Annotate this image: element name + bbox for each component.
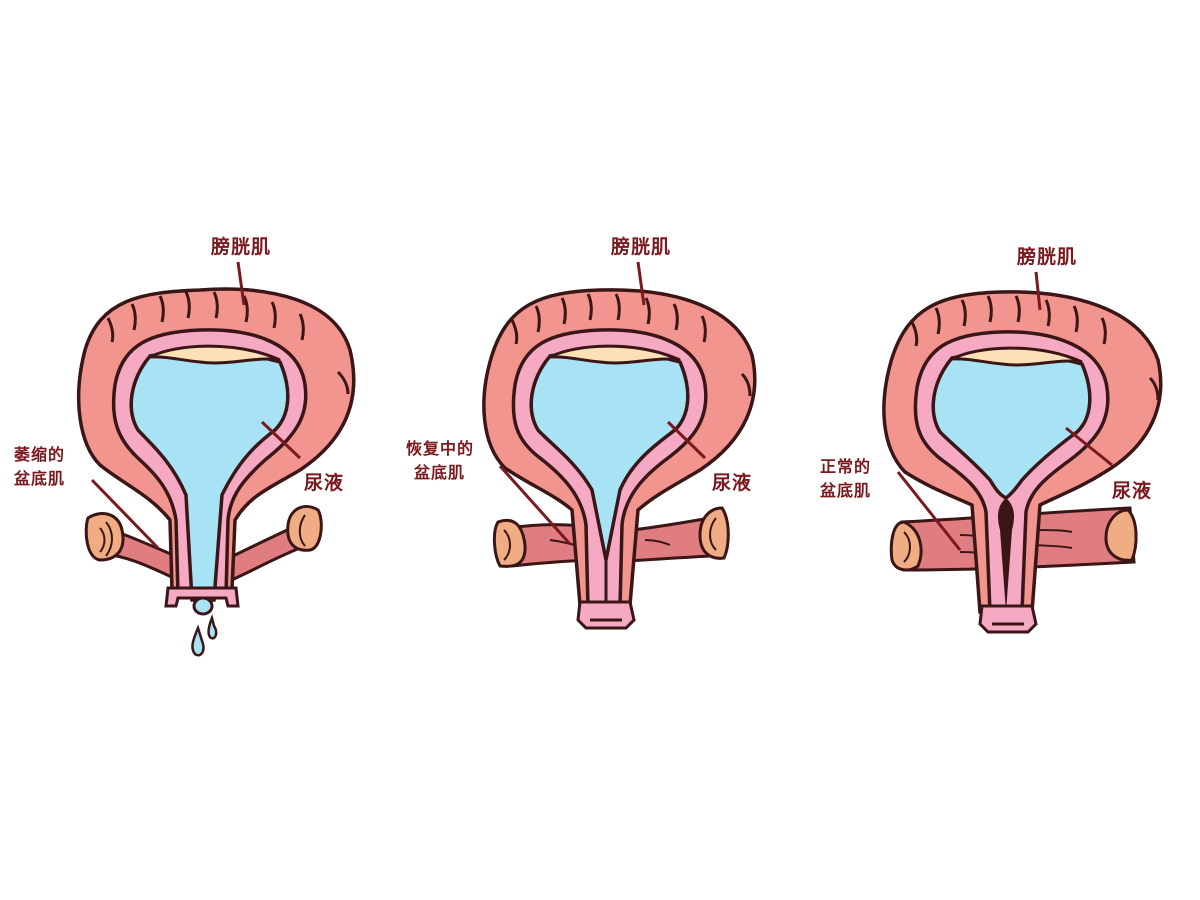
bladder-muscle-label: 膀胱肌 xyxy=(611,236,672,258)
foam-layer xyxy=(549,344,681,365)
pelvic-floor-label-line2: 盆底肌 xyxy=(14,469,66,488)
urine-drop-icon xyxy=(191,624,205,657)
pelvic-floor-label-line2: 盆底肌 xyxy=(820,481,872,500)
pelvic-floor-label-line1: 恢复中的 xyxy=(406,439,475,458)
urine-label: 尿液 xyxy=(712,472,753,494)
panel-atrophied-pelvic-floor: 膀胱肌 尿液 萎缩的 盆底肌 xyxy=(0,0,400,900)
pelvic-floor-label-line2: 盆底肌 xyxy=(414,463,466,482)
bladder-atrophied-illustration xyxy=(76,261,356,657)
pelvic-floor-label-line1: 萎缩的 xyxy=(14,445,66,464)
foam-layer xyxy=(951,346,1083,367)
urine-fill xyxy=(931,351,1092,501)
panel-recovering-pelvic-floor: 膀胱肌 尿液 恢复中的 盆底肌 xyxy=(400,0,800,900)
pelvic-floor-label-line1: 正常的 xyxy=(820,457,872,476)
bladder-normal-illustration xyxy=(882,271,1163,634)
bladder-muscle-label: 膀胱肌 xyxy=(1017,246,1078,268)
bladder-recovering-illustration xyxy=(482,261,757,630)
foam-layer xyxy=(149,344,281,365)
urine-label: 尿液 xyxy=(1112,480,1153,502)
bladder-muscle-label: 膀胱肌 xyxy=(211,236,272,258)
urine-drop-icon xyxy=(207,613,218,640)
urine-label: 尿液 xyxy=(304,472,345,494)
panel-normal-pelvic-floor: 膀胱肌 尿液 正常的 盆底肌 xyxy=(800,0,1200,900)
